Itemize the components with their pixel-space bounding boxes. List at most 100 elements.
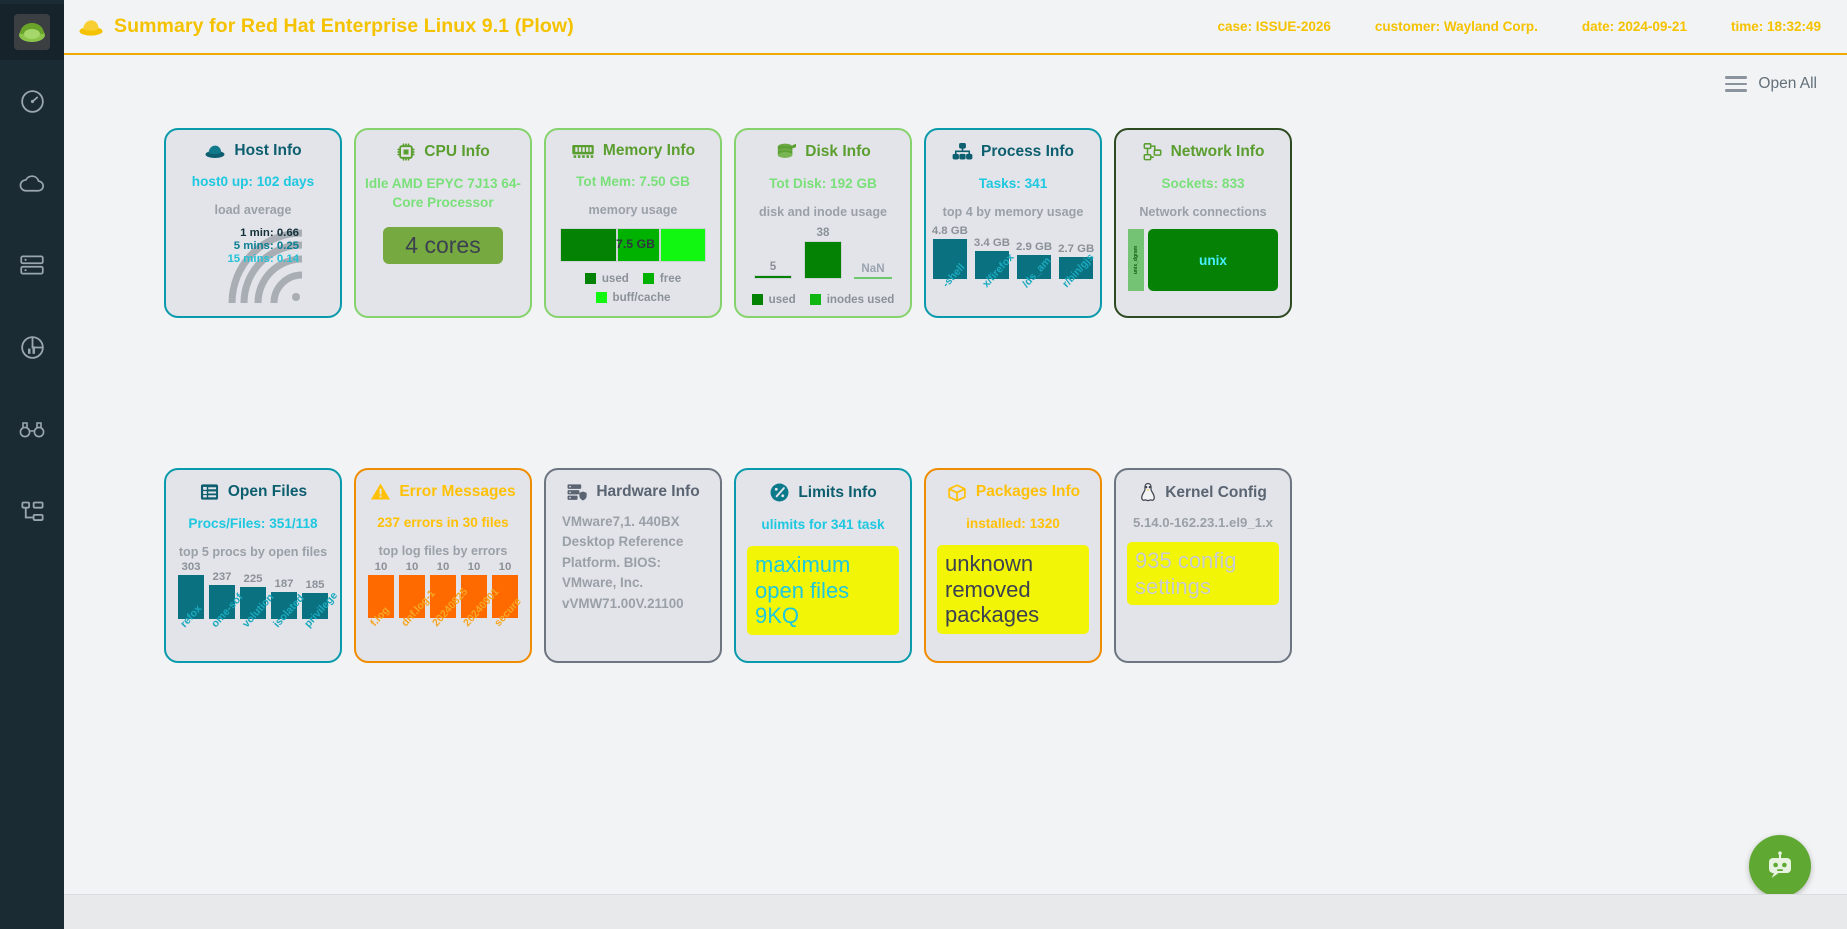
bar-value: 10 <box>405 561 419 574</box>
card-limits-info[interactable]: Limits Info ulimits for 341 task maximum… <box>734 468 912 663</box>
table-list-icon <box>200 484 218 500</box>
legend-item: used <box>751 293 796 306</box>
bar <box>492 575 518 619</box>
radar-arcs-icon <box>228 229 303 304</box>
bar-value: 2.9 GB <box>1016 240 1053 253</box>
bar-value: 10 <box>374 561 388 574</box>
kernel-version: 5.14.0-162.23.1.el9_1.x <box>1132 515 1274 530</box>
open-all-button[interactable]: Open All <box>1725 75 1817 93</box>
card-title-text: Host Info <box>234 142 302 159</box>
card-subtitle: Tasks: 341 <box>978 176 1048 191</box>
legend-label: used <box>601 272 629 286</box>
card-row-top: Host Info host0 up: 102 days load averag… <box>64 128 1847 318</box>
legend-swatch <box>595 292 607 304</box>
coins-stack-icon <box>778 143 797 158</box>
bar <box>209 585 235 620</box>
legend-swatch <box>751 294 763 305</box>
bar-value: 3.4 GB <box>973 236 1010 249</box>
card-title: Process Info <box>934 142 1092 162</box>
memory-buffcache-segment <box>660 228 706 263</box>
card-row-bottom: Open Files Procs/Files: 351/118 top 5 pr… <box>64 468 1847 663</box>
case-label: case: ISSUE-2026 <box>1217 19 1331 34</box>
sidebar-item-dashboard[interactable] <box>0 60 64 142</box>
bar-value: 5 <box>769 260 777 273</box>
server-icon <box>20 255 44 275</box>
card-hardware-info[interactable]: Hardware Info VMware7,1. 440BX Desktop R… <box>544 468 722 663</box>
card-process-info[interactable]: Process Info Tasks: 341 top 4 by memory … <box>924 128 1102 318</box>
card-title-text: Packages Info <box>975 483 1081 500</box>
bar <box>271 592 297 620</box>
main-area: Summary for Red Hat Enterprise Linux 9.1… <box>64 0 1847 929</box>
bar-group: 4.8 GB <box>932 225 968 279</box>
box-open-icon <box>948 484 966 502</box>
card-subtitle: installed: 1320 <box>966 516 1060 531</box>
bar-group: 303 <box>178 561 204 620</box>
card-title: Hardware Info <box>554 482 712 502</box>
sidebar-item-analytics[interactable] <box>0 306 64 388</box>
limits-highlight: maximum open files 9KQ <box>747 546 899 635</box>
load-average-chart: 1 min: 0.66 5 mins: 0.25 15 mins: 0.14 <box>174 219 332 306</box>
server-shield-icon <box>567 484 587 501</box>
card-caption: Network connections <box>1139 205 1267 220</box>
bar-group: 38 <box>798 226 848 279</box>
legend-item: free <box>642 272 681 285</box>
bar-value: 2.7 GB <box>1058 242 1095 255</box>
card-title-text: CPU Info <box>424 143 490 160</box>
card-kernel-config[interactable]: Kernel Config 5.14.0-162.23.1.el9_1.x 93… <box>1114 468 1292 663</box>
card-error-messages[interactable]: Error Messages 237 errors in 30 files to… <box>354 468 532 663</box>
customer-label: customer: Wayland Corp. <box>1374 19 1538 34</box>
page-title: Summary for Red Hat Enterprise Linux 9.1… <box>114 15 574 37</box>
card-network-info[interactable]: Network Info Sockets: 833 Network connec… <box>1114 128 1292 318</box>
legend-item: buff/cache <box>595 291 670 304</box>
bar-value: 10 <box>498 561 512 574</box>
error-log-x-labels: f.log dnf.log-1 20240825 20240901 secure <box>364 586 524 651</box>
process-memory-chart: 4.8 GB 3.4 GB 2.9 GB 2.7 GB <box>932 223 1095 279</box>
header-left: Summary for Red Hat Enterprise Linux 9.1… <box>78 15 574 38</box>
sidebar-item-insights[interactable] <box>0 388 64 470</box>
open-files-x-labels: refox ome-sof volution isolated privileg… <box>174 590 340 651</box>
bar-value: 4.8 GB <box>931 224 968 237</box>
legend-swatch <box>642 273 654 285</box>
bar <box>1059 256 1094 279</box>
card-host-info[interactable]: Host Info host0 up: 102 days load averag… <box>164 128 342 318</box>
sidebar-item-topology[interactable] <box>0 470 64 552</box>
warning-triangle-icon <box>371 483 391 500</box>
time-label: time: 18:32:49 <box>1730 19 1821 34</box>
memory-free-segment <box>617 228 660 263</box>
bar-group: 3.4 GB <box>974 237 1010 279</box>
card-cpu-info[interactable]: CPU Info Idle AMD EPYC 7J13 64-Core Proc… <box>354 128 532 318</box>
chat-assistant-button[interactable] <box>1749 835 1811 897</box>
bar <box>854 277 892 279</box>
bar <box>178 575 204 620</box>
sidebar-item-cloud[interactable] <box>0 142 64 224</box>
tachometer-icon <box>770 483 789 502</box>
card-title-text: Error Messages <box>399 482 516 500</box>
card-packages-info[interactable]: Packages Info installed: 1320 unknown re… <box>924 468 1102 663</box>
load-15min: 15 mins: 0.14 <box>227 253 299 266</box>
toolbar: Open All <box>64 55 1847 99</box>
card-open-files[interactable]: Open Files Procs/Files: 351/118 top 5 pr… <box>164 468 342 663</box>
header-meta: case: ISSUE-2026 customer: Wayland Corp.… <box>1218 19 1829 34</box>
bar-group: NaN <box>848 262 898 279</box>
card-title: Disk Info <box>744 142 902 162</box>
bar-value: 38 <box>816 226 830 239</box>
card-subtitle: Procs/Files: 351/118 <box>188 516 318 531</box>
card-memory-info[interactable]: Memory Info Tot Mem: 7.50 GB memory usag… <box>544 128 722 318</box>
card-title: Packages Info <box>934 482 1092 502</box>
bar <box>399 575 425 619</box>
card-disk-info[interactable]: Disk Info Tot Disk: 192 GB disk and inod… <box>734 128 912 318</box>
sidebar-logo[interactable] <box>0 4 64 60</box>
bar-group: 10 <box>430 561 456 619</box>
card-subtitle: Idle AMD EPYC 7J13 64-Core Processor <box>365 176 521 211</box>
card-title: Network Info <box>1124 142 1282 162</box>
redhat-logo-icon <box>14 14 50 50</box>
card-title-text: Process Info <box>980 143 1075 160</box>
sidebar-item-server[interactable] <box>0 224 64 306</box>
bar-group: 5 <box>748 260 798 279</box>
hamburger-icon <box>1725 76 1748 92</box>
bar-group: 185 <box>302 579 328 620</box>
memory-bar-label: 7.5 GB <box>616 237 655 252</box>
bar <box>804 241 842 279</box>
memory-used-segment <box>560 228 617 263</box>
